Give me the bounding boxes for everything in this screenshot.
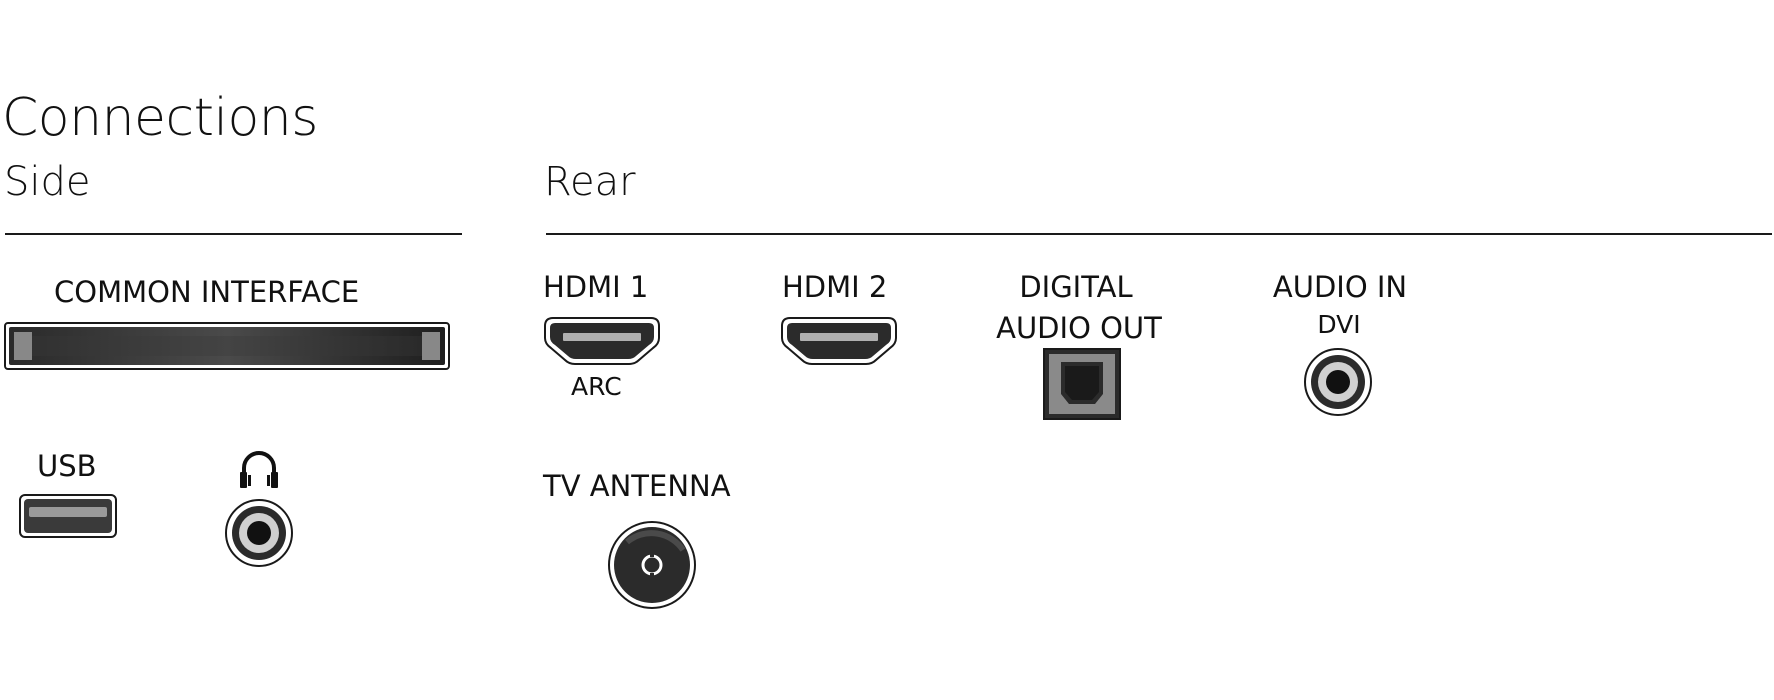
hdmi2-label: HDMI 2: [782, 270, 888, 304]
optical-port: [1043, 348, 1121, 420]
tv-antenna-connector: [608, 521, 696, 609]
rear-heading: Rear: [544, 159, 636, 205]
dvi-label: DVI: [1317, 310, 1361, 339]
side-heading: Side: [4, 159, 91, 205]
headphone-jack: [225, 499, 293, 567]
hdmi2-port: [781, 317, 897, 365]
common-interface-label: COMMON INTERFACE: [54, 275, 360, 309]
side-divider: [5, 233, 462, 235]
hdmi1-arc-label: ARC: [571, 372, 622, 401]
audio-in-label: AUDIO IN: [1272, 270, 1408, 304]
audio-out-label: AUDIO OUT: [996, 311, 1162, 345]
hdmi1-port: [544, 317, 660, 365]
tv-antenna-label: TV ANTENNA: [543, 469, 731, 503]
common-interface-slot: [4, 322, 450, 370]
digital-label: DIGITAL: [1019, 270, 1133, 304]
rear-divider: [546, 233, 1772, 235]
page-title: Connections: [2, 88, 318, 148]
hdmi1-label: HDMI 1: [543, 270, 649, 304]
usb-label: USB: [37, 449, 97, 483]
audio-in-jack: [1304, 348, 1372, 416]
headphones-icon: [240, 451, 278, 488]
usb-port: [19, 494, 117, 538]
